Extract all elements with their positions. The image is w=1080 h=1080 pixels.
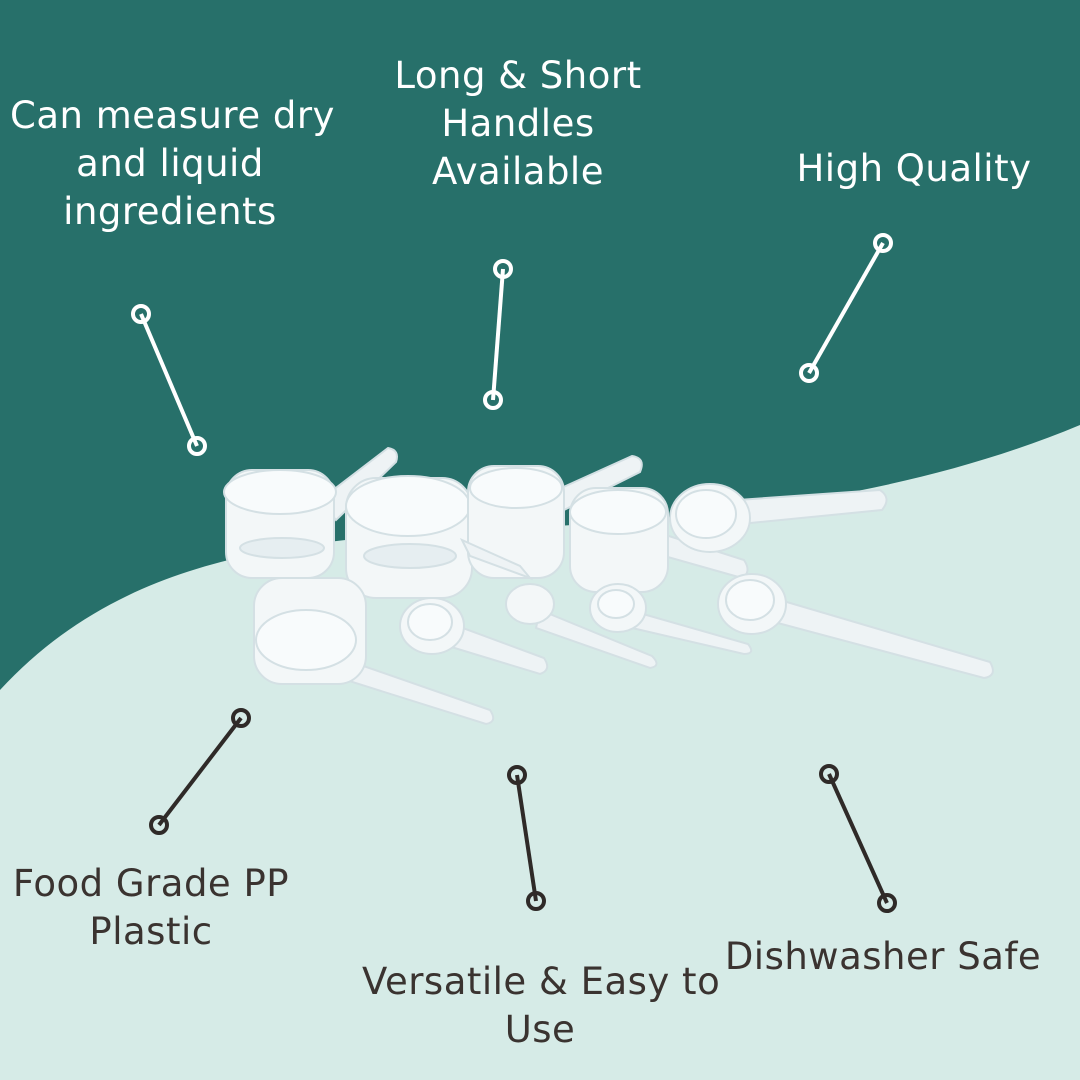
quality-pointer-dot-start	[873, 233, 893, 253]
feature-plastic-line-1: Food Grade PP	[12, 862, 290, 905]
feature-versatile-line-1: Versatile & Easy to	[362, 960, 721, 1003]
handles-pointer-dot-start	[493, 259, 513, 279]
feature-handles-line-1: Long & Short	[394, 54, 642, 97]
feature-measure-line-1: Can measure dry	[10, 94, 335, 137]
feature-versatile-line-2: Use	[504, 1008, 576, 1051]
versatile-pointer-dot-start	[507, 765, 527, 785]
feature-handles-line-2: Handles	[441, 102, 595, 145]
feature-quality-line-1: High Quality	[796, 147, 1032, 190]
feature-measure-line-2: and liquid	[76, 142, 264, 185]
scoop-2	[345, 475, 473, 599]
feature-handles-label: Long & Short Handles Available	[388, 52, 648, 196]
scoop-10	[717, 573, 994, 680]
feature-plastic-label: Food Grade PP Plastic	[6, 860, 296, 956]
feature-measure-line-3: ingredients	[63, 190, 277, 233]
scoop-9	[589, 583, 753, 656]
dishwasher-pointer-dot-start	[819, 764, 839, 784]
scoop-4	[569, 487, 749, 593]
measure-pointer	[139, 313, 199, 447]
feature-versatile-label: Versatile & Easy to Use	[362, 958, 721, 1054]
scoop-1	[223, 446, 398, 579]
feature-measure-label: Can measure dry and liquid ingredients	[10, 92, 335, 236]
measure-pointer-dot-start	[131, 304, 151, 324]
plastic-pointer	[157, 716, 243, 827]
versatile-pointer	[515, 774, 538, 902]
feature-quality-label: High Quality	[790, 145, 1038, 193]
quality-pointer	[807, 242, 885, 374]
feature-dishwasher-label: Dishwasher Safe	[724, 933, 1042, 981]
scoop-8	[505, 583, 658, 670]
quality-pointer-dot-end	[799, 363, 819, 383]
feature-handles-line-3: Available	[432, 150, 604, 193]
dishwasher-pointer-dot-end	[877, 893, 897, 913]
measure-pointer-dot-end	[187, 436, 207, 456]
versatile-pointer-dot-end	[526, 891, 546, 911]
pointer-lines-bottom	[149, 708, 897, 913]
feature-plastic-line-2: Plastic	[89, 910, 213, 953]
dishwasher-pointer	[827, 773, 889, 904]
feature-dishwasher-line-1: Dishwasher Safe	[724, 935, 1042, 978]
handles-pointer	[491, 268, 505, 401]
scoop-3	[459, 454, 643, 581]
pointer-lines-top	[131, 233, 893, 456]
scoop-5	[669, 483, 888, 553]
scoop-7	[399, 597, 549, 676]
handles-pointer-dot-end	[483, 390, 503, 410]
plastic-pointer-dot-start	[231, 708, 251, 728]
plastic-pointer-dot-end	[149, 815, 169, 835]
scoop-6	[253, 577, 495, 726]
scoop-set-image	[223, 446, 994, 726]
